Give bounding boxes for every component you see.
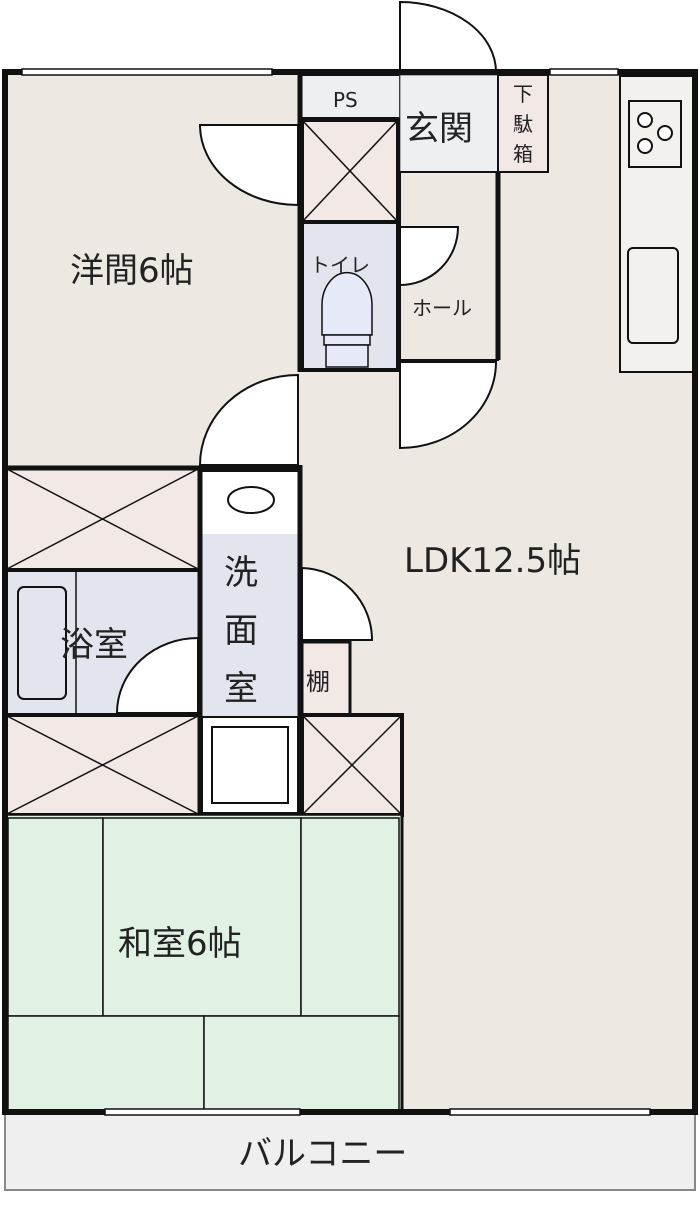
shoe-box <box>497 74 549 173</box>
kitchen-counter <box>619 75 696 373</box>
washroom-label: 洗 <box>224 553 258 593</box>
japanese-room-label: 和室6帖 <box>118 924 242 964</box>
bath-door <box>115 636 199 714</box>
wash-basin-icon <box>227 486 275 514</box>
closet-storage <box>3 466 202 572</box>
stove-burner-icon <box>637 112 653 128</box>
windows <box>21 68 651 1116</box>
shoe-box-label: 駄 <box>513 112 533 136</box>
stove-burner-icon <box>637 138 653 154</box>
hall-label: ホール <box>412 296 472 320</box>
entrance-label: 玄関 <box>405 109 473 149</box>
entrance-door <box>399 0 498 73</box>
washroom-label: 面 <box>224 611 258 651</box>
sink-icon <box>627 247 679 344</box>
ldk-label: LDK12.5帖 <box>404 541 581 581</box>
bath-label: 浴室 <box>60 625 128 665</box>
hall-door <box>399 361 498 450</box>
western-room-door-2 <box>198 373 299 466</box>
bathtub-icon <box>17 586 67 700</box>
western-room-door <box>198 124 299 207</box>
shelf-label: 棚 <box>306 668 330 696</box>
ps-label: PS <box>333 88 358 112</box>
balcony-label: バルコニー <box>238 1134 407 1174</box>
balcony <box>4 1111 696 1191</box>
stove-burner-icon <box>657 125 673 141</box>
walls <box>2 69 698 1115</box>
toilet-label: トイレ <box>310 253 370 277</box>
entrance-area <box>399 74 499 173</box>
shoe-box-label: 箱 <box>513 142 533 166</box>
washroom-door <box>301 566 374 641</box>
shoe-box-label: 下 <box>513 82 533 106</box>
japanese-room <box>4 814 403 1113</box>
washroom-label: 室 <box>224 669 258 709</box>
closet-storage <box>300 118 400 224</box>
toilet-icon <box>321 271 373 368</box>
western-room-label: 洋間6帖 <box>70 251 194 291</box>
toilet-door <box>399 226 460 287</box>
